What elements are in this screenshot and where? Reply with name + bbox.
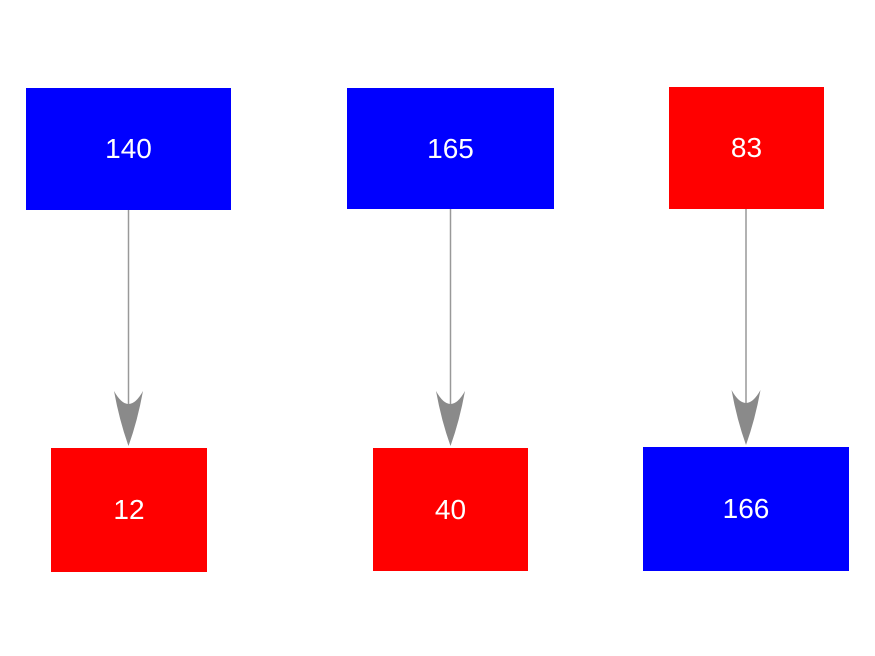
arrow-pair-2 bbox=[731, 209, 761, 445]
node-target-1: 40 bbox=[373, 448, 528, 571]
arrowhead-icon bbox=[436, 391, 465, 446]
arrow-pair-1 bbox=[436, 209, 465, 446]
arrowhead-icon bbox=[731, 390, 761, 445]
node-label: 83 bbox=[730, 132, 763, 163]
arrow-pair-0 bbox=[114, 210, 143, 446]
node-label: 40 bbox=[434, 493, 467, 525]
node-source-1: 165 bbox=[347, 88, 554, 209]
arrowhead-icon bbox=[114, 391, 143, 446]
node-source-2: 83 bbox=[669, 87, 824, 209]
node-label: 166 bbox=[722, 493, 770, 524]
node-label: 140 bbox=[105, 133, 152, 164]
node-target-0: 12 bbox=[51, 448, 207, 572]
node-label: 12 bbox=[113, 494, 145, 525]
node-target-2: 166 bbox=[643, 447, 849, 571]
node-label: 165 bbox=[427, 132, 474, 164]
node-source-0: 140 bbox=[26, 88, 231, 210]
